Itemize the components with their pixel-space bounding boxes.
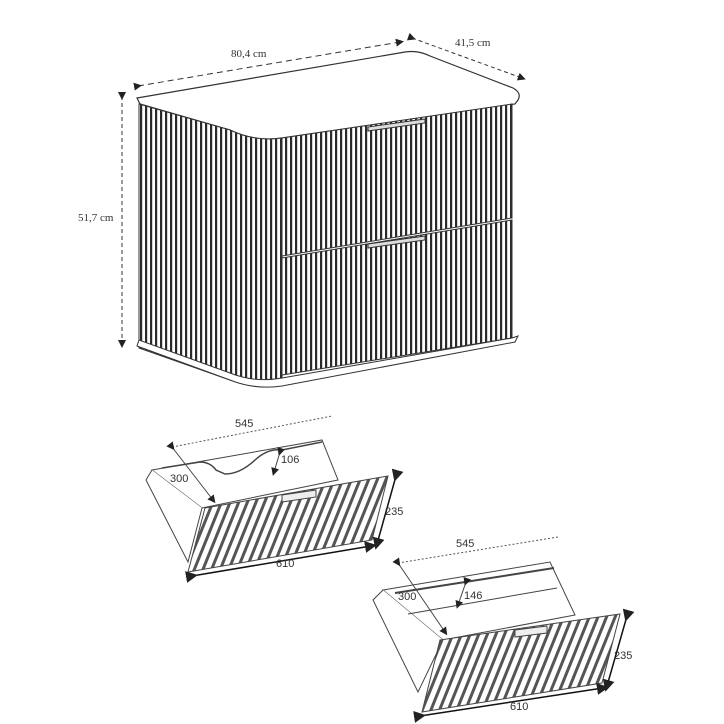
width-dimension-line: [133, 38, 404, 91]
drawer-handle: [514, 625, 548, 638]
front-width-dim: [413, 682, 609, 723]
upper-drawer-front: [281, 103, 513, 257]
cabinet-depth-label: 41,5 cm: [455, 37, 491, 49]
drawer1-inner-depth-label: 300: [170, 473, 189, 485]
lower-handle: [367, 235, 426, 249]
drawer1-front-width-label: 610: [276, 558, 295, 570]
inner-width-dim: [397, 536, 559, 564]
front-height-dim: [372, 468, 404, 550]
drawer2-front-height-label: 235: [614, 650, 633, 662]
inner-depth-dim: [166, 441, 216, 504]
drawer2-side-height-label: 146: [464, 590, 483, 602]
side-panel: [138, 103, 283, 388]
front-width-dim: [185, 541, 377, 583]
drawer-with-cutout: [145, 415, 404, 583]
drawer1-front-height-label: 235: [385, 506, 404, 518]
drawer2-inner-depth-label: 300: [398, 591, 417, 603]
drawer-side: [372, 589, 444, 694]
base-edge: [136, 335, 519, 388]
drawer2-front-width-label: 610: [510, 701, 529, 713]
inner-depth-dim: [392, 557, 448, 636]
inner-width-dim: [171, 415, 333, 448]
cabinet-width-label: 80,4 cm: [231, 48, 267, 60]
drawer-side: [145, 469, 203, 564]
front-height-dim: [602, 608, 635, 692]
depth-dimension-line: [406, 32, 526, 81]
deep-drawer: [372, 536, 635, 723]
drawer1-cutout-label: 106: [281, 454, 300, 466]
drawer1-inner-width-label: 545: [235, 418, 254, 430]
cabinet: [118, 32, 526, 388]
drawer2-inner-width-label: 545: [456, 538, 475, 550]
cutout-dim: [271, 447, 285, 476]
upper-handle: [367, 118, 426, 132]
cabinet-height-label: 51,7 cm: [78, 212, 114, 224]
side-height-dim: [455, 576, 472, 609]
drawer-handle: [281, 489, 317, 503]
